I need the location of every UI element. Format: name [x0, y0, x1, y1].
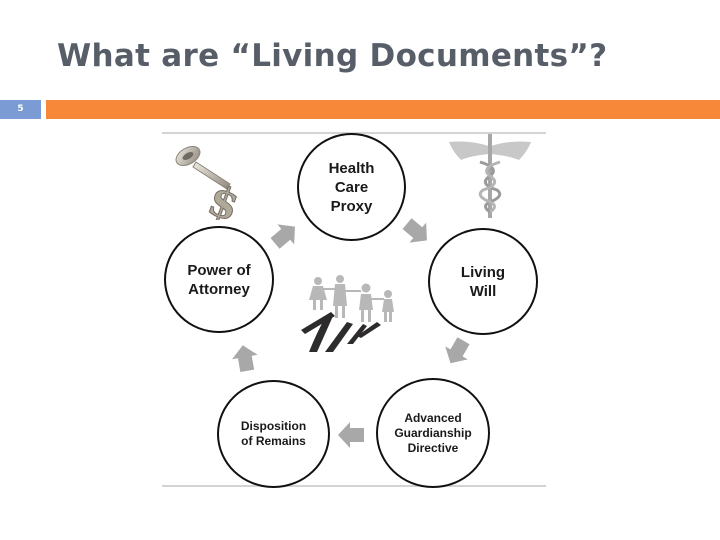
accent-bar [46, 100, 720, 119]
node-label: Health Care Proxy [328, 159, 375, 215]
node-health-care-proxy: Health Care Proxy [297, 133, 406, 241]
arrow-right-icon [445, 337, 470, 364]
node-advanced-guardianship-directive: Advanced Guardianship Directive [376, 378, 490, 488]
node-label: Advanced Guardianship Directive [394, 410, 472, 455]
node-label: Living Will [460, 263, 506, 300]
arrow-right-icon [402, 218, 427, 243]
node-living-will: Living Will [428, 228, 538, 335]
paper-chain-family-icon [301, 275, 394, 352]
node-power-of-attorney: Power of Attorney [164, 226, 274, 333]
living-documents-cycle-diagram: $ Health Care Proxy Living Will [162, 132, 546, 488]
node-label: Power of Attorney [187, 261, 251, 298]
slide-number: 5 [0, 100, 41, 119]
arrow-right-icon [232, 345, 258, 373]
slide-title: What are “Living Documents”? [57, 38, 608, 74]
bottom-divider [162, 485, 546, 487]
node-disposition-of-remains: Disposition of Remains [217, 380, 330, 488]
caduceus-icon [449, 134, 531, 218]
svg-text:$: $ [202, 175, 246, 220]
arrow-right-icon [270, 224, 295, 249]
arrow-right-icon [338, 422, 364, 448]
key-with-dollar-sign-icon: $ [175, 146, 246, 220]
node-label: Disposition of Remains [240, 419, 307, 448]
